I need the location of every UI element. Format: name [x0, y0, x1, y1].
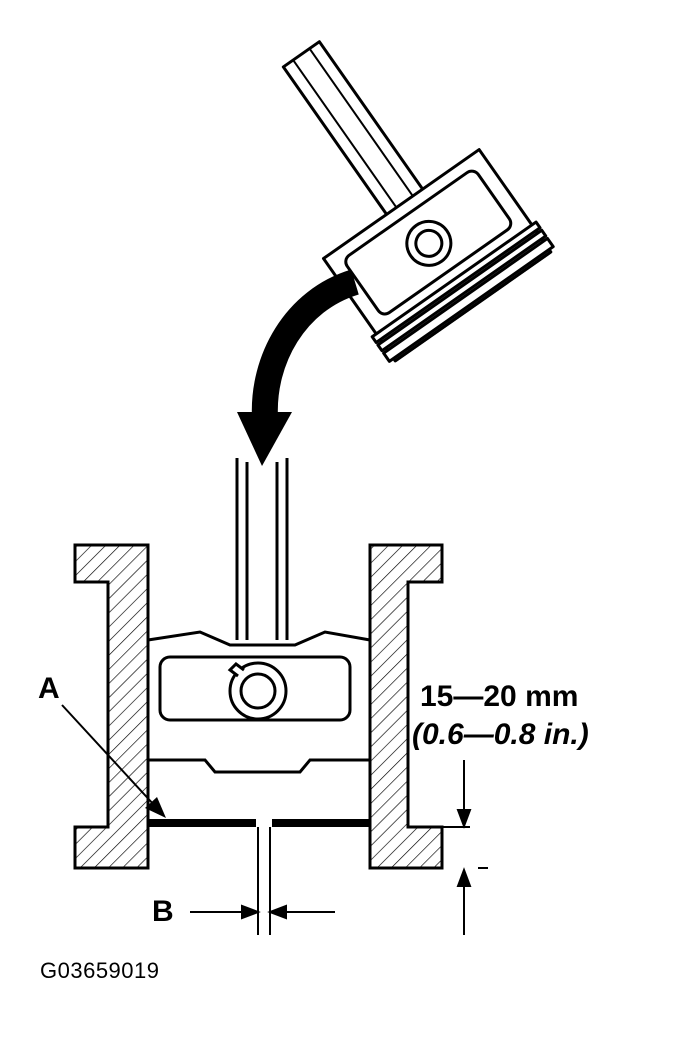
vertical-connecting-rod [235, 458, 289, 645]
piston-ring-in-bore [148, 819, 370, 827]
tilted-ring-3 [382, 236, 555, 363]
figure-id: G03659019 [40, 958, 160, 983]
piston-in-bore [147, 630, 371, 774]
tilted-piston [281, 40, 555, 363]
gap-arrows-b [190, 904, 335, 920]
insertion-arrow [237, 269, 360, 466]
dimension-marks [408, 760, 488, 935]
tilted-ring-1 [370, 220, 542, 344]
label-a: A [38, 672, 60, 705]
dimension-metric-label: 15—20 mm [420, 680, 579, 713]
ring-gap-lines [257, 827, 271, 935]
tilted-ring-2 [376, 228, 548, 353]
leader-a [61, 704, 166, 818]
label-b: B [152, 895, 174, 928]
cylinder-wall-left [73, 543, 150, 870]
dimension-imperial-label: (0.6—0.8 in.) [412, 718, 589, 751]
